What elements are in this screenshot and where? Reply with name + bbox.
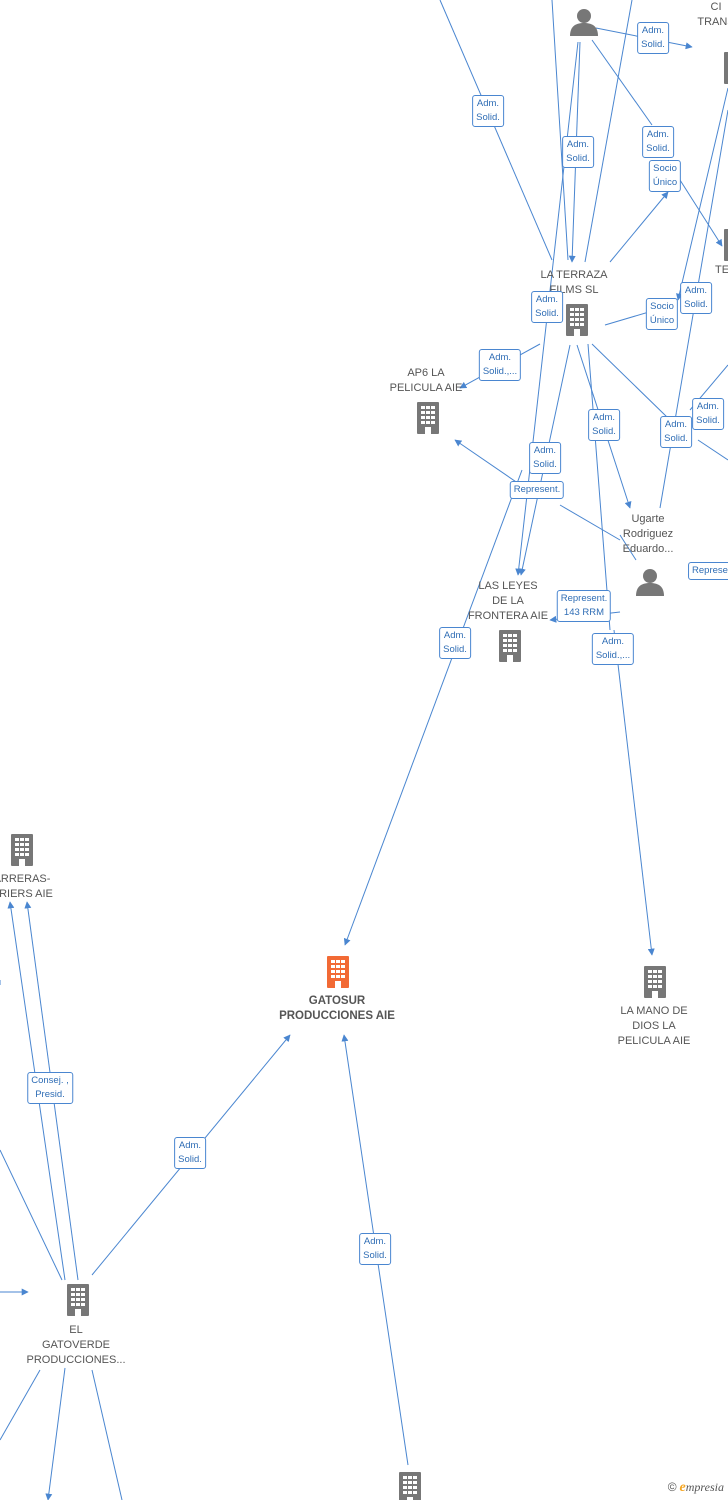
person-icon-ugarte[interactable]	[636, 569, 664, 596]
edge-line	[697, 439, 728, 461]
node-label-trans[interactable]: CI TRANS	[697, 1, 728, 28]
edge-label-e12: Adm. Solid.	[692, 398, 724, 430]
edge-line	[587, 343, 611, 631]
edge-label-e7: Adm. Solid.,...	[478, 349, 522, 381]
brand-initial: e	[679, 1480, 686, 1495]
edge-line	[91, 1369, 123, 1500]
person-icon-person_top[interactable]	[570, 9, 598, 36]
edge-label-e5: Socio Único	[648, 160, 682, 192]
edge-line	[619, 534, 637, 561]
edge-line	[584, 0, 633, 263]
edge-label-e8: Socio Único	[645, 298, 679, 330]
edge-label-e4: Adm. Solid.	[642, 126, 674, 158]
copyright-symbol: ©	[667, 1480, 677, 1494]
building-icon-gatoverde[interactable]	[67, 1284, 89, 1316]
edge-label-e9: Adm. Solid.	[680, 282, 712, 314]
edge-line	[676, 87, 728, 301]
building-icon-terraza[interactable]	[566, 304, 588, 336]
edge-label-e18: Adm. Solid.,...	[591, 633, 635, 665]
building-icon-leyes[interactable]	[499, 630, 521, 662]
edge-label-e10: Adm. Solid.	[588, 409, 620, 441]
edge-line	[591, 343, 669, 419]
node-label-ap6[interactable]: AP6 LA PELICULA AIE	[389, 367, 463, 394]
edge-line	[559, 504, 621, 541]
edge-label-e11: Adm. Solid.	[660, 416, 692, 448]
edge-label-e1: Adm. Solid.	[472, 95, 504, 127]
node-label-mano[interactable]: LA MANO DE DIOS LA PELICULA AIE	[617, 1005, 691, 1047]
edge-label-e17: Adm. Solid.	[439, 627, 471, 659]
node-label-leyes[interactable]: LAS LEYES DE LA FRONTERA AIE	[467, 580, 549, 622]
edge-line	[613, 629, 655, 956]
edge-line	[0, 1149, 63, 1281]
building-icon-ap6[interactable]	[417, 402, 439, 434]
building-icon-te[interactable]	[724, 229, 728, 261]
edge-label-e14: Represent.	[509, 481, 565, 499]
building-icon-mano[interactable]	[644, 966, 666, 998]
node-label-ugarte[interactable]: Ugarte Rodriguez Eduardo...	[622, 513, 674, 555]
edge-line	[45, 1367, 66, 1500]
edge-label-e6: Adm. Solid.	[531, 291, 563, 323]
edge-line	[551, 0, 569, 261]
node-label-carreras[interactable]: ARRERAS- RRIERS AIE	[0, 873, 53, 900]
edge-line	[0, 1369, 41, 1441]
edge-line	[454, 439, 526, 489]
edge-label-e19: Consej. , Presid.	[27, 1072, 73, 1104]
edge-label-e16: Represe	[688, 562, 728, 580]
edge-label-e2: Adm. Solid.	[562, 136, 594, 168]
edge-label-e20: Adm. Solid.	[174, 1137, 206, 1169]
edge-line	[591, 39, 653, 126]
empresia-watermark: ©empresia	[668, 1480, 724, 1496]
building-icon-trans[interactable]	[724, 52, 728, 84]
brand-name: mpresia	[685, 1480, 724, 1494]
edge-line	[439, 0, 553, 261]
node-label-te[interactable]: TE	[714, 264, 728, 276]
edge-label-e13: Adm. Solid.	[529, 442, 561, 474]
edge-line	[679, 179, 723, 247]
edge-line	[343, 469, 523, 946]
building-icon-carreras[interactable]	[11, 834, 33, 866]
edge-line	[609, 191, 669, 263]
edge-label-e3: Adm. Solid.	[637, 22, 669, 54]
edge-label-e15: Represent. 143 RRM	[556, 590, 612, 622]
building-icon-gatosur[interactable]	[327, 956, 349, 988]
building-icon-bottom[interactable]	[399, 1472, 421, 1500]
node-label-gatoverde[interactable]: EL GATOVERDE PRODUCCIONES...	[26, 1324, 126, 1366]
edge-label-e21: Adm. Solid.	[359, 1233, 391, 1265]
node-label-gatosur[interactable]: GATOSUR PRODUCCIONES AIE	[279, 995, 395, 1022]
